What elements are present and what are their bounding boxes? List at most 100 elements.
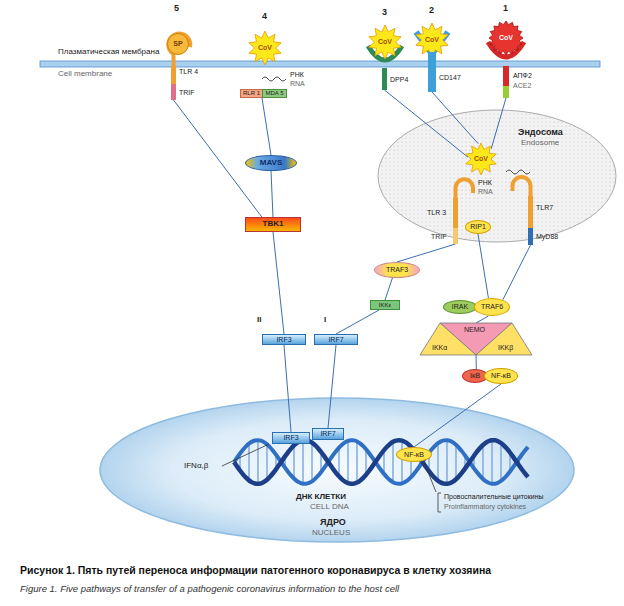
helix-rung [491,440,492,484]
dna-label: CELL DNA [310,503,349,511]
callout-number: 5 [174,4,179,13]
helix-rung [392,442,393,483]
ikk-beta-subunit: IKKβ [476,323,532,355]
node-label: NF-κB [491,372,511,379]
shape-fill [369,25,401,59]
helix-strand [234,440,528,484]
node-label: IKKβ [498,344,513,351]
node-label: TRIF [179,89,195,96]
coronavirus: CoV [488,20,524,56]
signal-connector [476,316,488,323]
nucleus-body [100,398,574,542]
node-label: NUCLEUS [312,529,350,537]
endosome: ЭндосомаEndosomeCoV [378,110,616,242]
signal-connector [273,232,284,334]
node-label: АПФ2 [513,72,532,79]
node-label: IκB [470,372,480,379]
node-label: ACE2 [513,82,531,89]
callout-number: 4 [262,12,267,21]
signal-connector [432,92,478,144]
helix-rung [293,445,294,478]
signal-connector [476,355,477,369]
signal-connector [503,245,531,300]
rna-label: RNA [290,80,305,87]
node-label: IRF7 [328,336,343,343]
node-label: Endosome [521,139,559,147]
trif-adaptor: TRIF [171,84,176,100]
ikk-epsilon-kinase: IKKε [370,300,400,310]
nf-kb-factor: NF-κB [396,447,432,462]
irak-kinase: IRAK [443,300,477,314]
trif-adaptor: TRIF [453,228,458,244]
membrane-band [40,61,600,67]
node-label: CoV [425,36,439,43]
figure-caption: Рисунок 1. Пять путей переноса информаци… [20,565,491,576]
signal-connector [414,384,501,447]
irf3-factor: IRF3 [262,334,306,345]
shape-fill [249,31,281,65]
helix-rung [446,440,447,484]
node-label: TLR7 [536,204,553,211]
helix-rung [500,443,501,481]
node-label: IRF3 [276,336,291,343]
helix-rung [455,445,456,480]
signal-connector [271,171,273,217]
signal-connector [491,98,506,149]
helix-rung [338,448,339,477]
rna-strand [262,77,286,81]
node-label: MyD88 [536,233,558,240]
node-label: RIP1 [470,223,486,230]
irf7-factor: IRF7 [314,334,358,345]
node-label: TRIF [431,233,447,240]
bracket [438,493,441,512]
node-label: TRAF6 [481,303,503,310]
node-label: TLR 4 [179,68,198,75]
node-label: IRAK [452,303,468,310]
node-label: TBK1 [263,220,284,228]
helix-rung [311,443,312,482]
traf6-factor: TRAF6 [474,298,510,316]
leader-line [424,462,436,492]
node-label: CoV [378,38,392,45]
rip1-kinase: RIP1 [465,220,491,234]
product-label: IFNα,β [184,462,208,470]
figure-caption-english: Figure 1. Five pathways of transfer of a… [20,584,399,594]
node-label: TLR 3 [427,209,446,216]
triangle-outline [420,323,476,355]
shape-fill [489,21,523,55]
node-label: CoV [258,44,272,51]
node-label: IKKε [379,302,391,308]
irf7-factor: IRF7 [312,428,344,440]
pathway-number: II [257,316,261,324]
callout-number: 1 [503,4,508,13]
node-label: Cell membrane [58,70,112,78]
node-label: TRAF3 [386,266,408,273]
traf3-factor: TRAF3 [374,262,420,278]
callout-number: 3 [382,8,387,17]
irf3-factor: IRF3 [272,432,310,444]
rna-label: РНК [290,71,304,78]
signal-connector [385,278,392,300]
signal-connector [262,98,271,155]
rna-label: RNA [478,188,493,195]
signal-connector [478,234,488,298]
node-label: Плазматическая мембрана [58,48,159,56]
nf-kb-factor: NF-κB [484,368,518,384]
helix-rung [248,443,249,480]
helix-rung [482,445,483,479]
node-label: DPP4 [390,76,408,83]
helix-rung [347,441,348,484]
helix-rung [302,440,303,484]
dpp4-receptor: DPP4 [382,68,387,90]
coronavirus: CoV [367,24,403,60]
tlr3-receptor: TLR 3 [453,198,458,228]
helix-rung [401,440,402,483]
node-label: ЯДРО [320,518,346,527]
node-label: RLR 1 [243,90,260,96]
spike-protein: SP [167,33,189,55]
node-label: IRF3 [283,434,298,441]
dna-label: ДНК КЛЕТКИ [296,493,346,501]
ikk-alpha-subunit: IKKα [420,323,476,355]
